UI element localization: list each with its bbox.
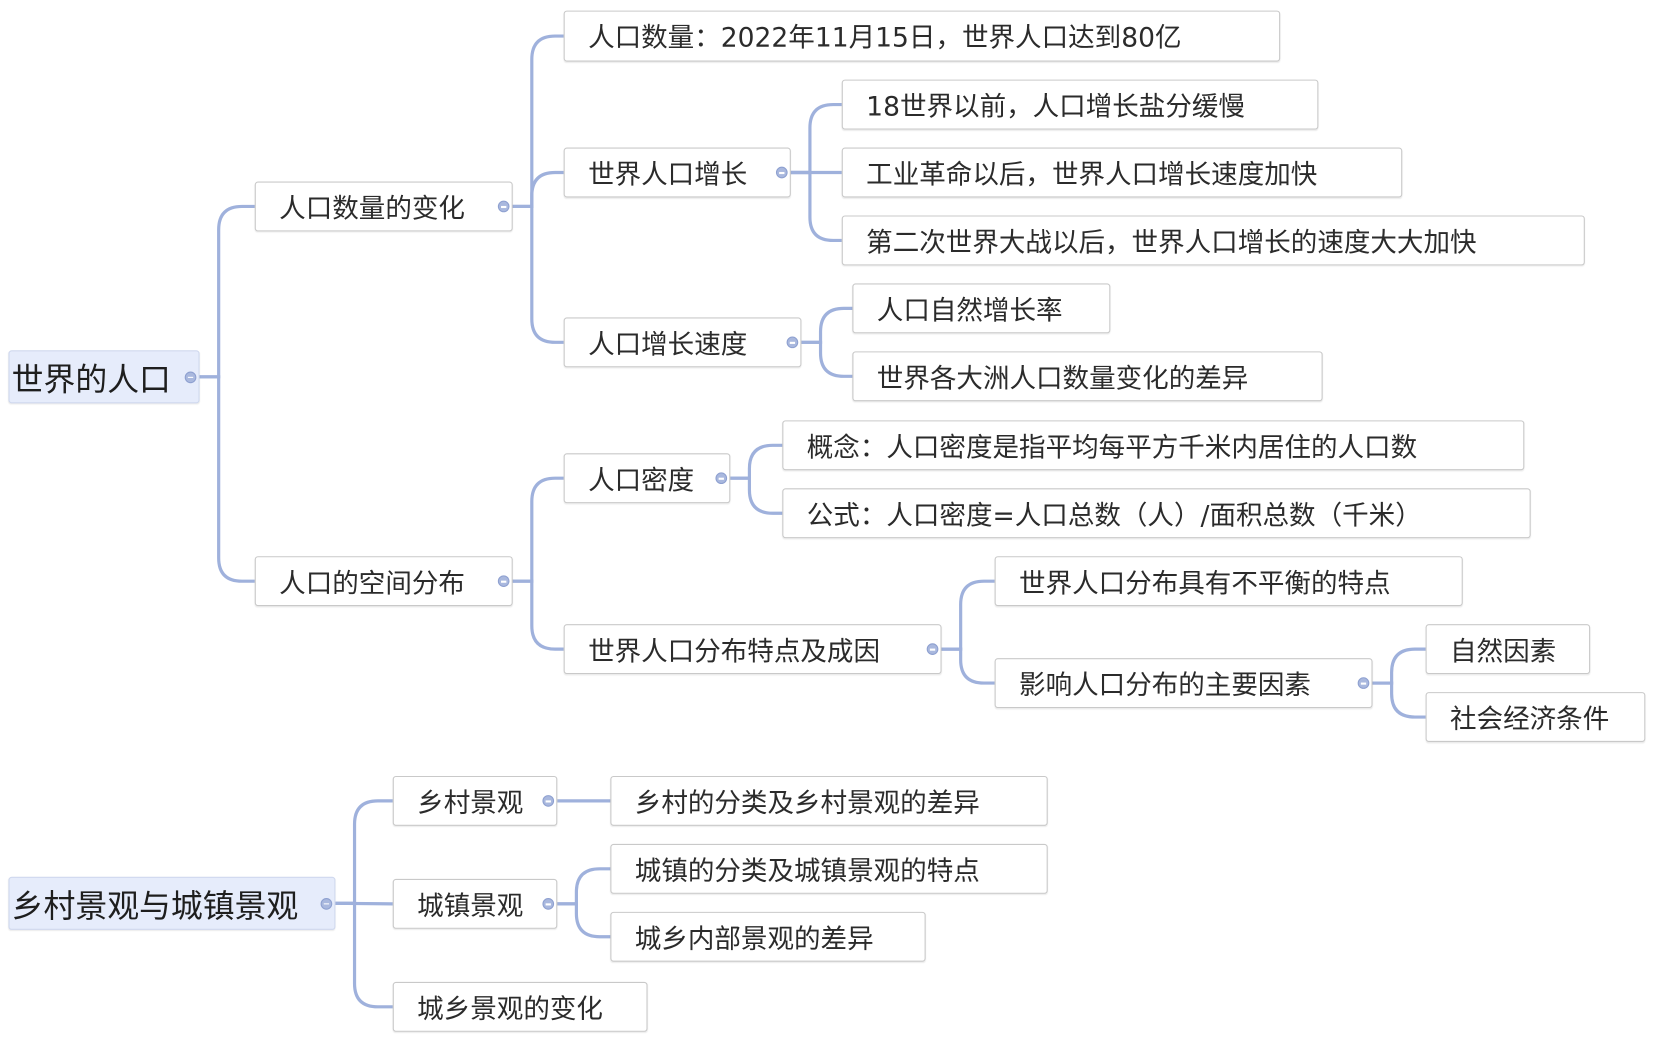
topic-node[interactable]: 城乡内部景观的差异 [610, 911, 926, 962]
collapse-toggle-icon[interactable] [786, 336, 799, 349]
topic-node[interactable]: 城镇的分类及城镇景观的特点 [610, 843, 1048, 894]
topic-label: 第二次世界大战以后，世界人口增长的速度大大加快 [866, 226, 1477, 258]
topic-node[interactable]: 人口密度 [563, 453, 731, 504]
connector-line [335, 799, 393, 905]
topic-label: 人口增长速度 [588, 328, 748, 360]
topic-node[interactable]: 城镇景观 [392, 878, 558, 929]
connector-line [199, 375, 255, 583]
collapse-toggle-icon[interactable] [926, 643, 939, 655]
topic-label: 世界人口增长 [588, 158, 748, 190]
topic-label: 城乡景观的变化 [417, 993, 603, 1024]
topic-label: 18世界以前，人口增长盐分缓慢 [866, 90, 1245, 122]
topic-node[interactable]: 人口增长速度 [563, 317, 802, 368]
collapse-toggle-icon[interactable] [184, 370, 197, 383]
topic-label: 人口密度 [588, 464, 695, 496]
connector-line [512, 204, 564, 344]
collapse-toggle-icon[interactable] [497, 575, 510, 588]
topic-node[interactable]: 乡村景观 [392, 775, 558, 826]
connector-line [801, 306, 853, 344]
connector-line [512, 170, 564, 209]
topic-node[interactable]: 自然因素 [1425, 624, 1591, 675]
topic-label: 影响人口分布的主要因素 [1019, 669, 1311, 701]
topic-label: 人口数量的变化 [279, 192, 465, 224]
topic-node[interactable]: 人口自然增长率 [852, 283, 1111, 334]
connector-line [1372, 681, 1426, 719]
topic-node[interactable]: 社会经济条件 [1425, 692, 1646, 742]
topic-node[interactable]: 影响人口分布的主要因素 [994, 658, 1373, 709]
topic-label: 公式：人口密度=人口总数（人）/面积总数（千米） [806, 499, 1422, 531]
topic-label: 人口的空间分布 [279, 567, 465, 599]
topic-node[interactable]: 公式：人口密度=人口总数（人）/面积总数（千米） [782, 488, 1531, 539]
connector-line [557, 902, 611, 939]
topic-node[interactable]: 城乡景观的变化 [392, 981, 648, 1032]
topic-node[interactable]: 第二次世界大战以后，世界人口增长的速度大大加快 [841, 215, 1585, 266]
connector-line [512, 476, 564, 583]
topic-label: 世界各大洲人口数量变化的差异 [876, 362, 1249, 394]
connector-line [941, 647, 995, 685]
topic-node[interactable]: 世界人口分布特点及成因 [563, 624, 942, 675]
topic-node[interactable]: 世界人口增长 [563, 147, 791, 198]
topic-node[interactable]: 概念：人口密度是指平均每平方千米内居住的人口数 [782, 420, 1525, 471]
topic-node[interactable]: 工业革命以后，世界人口增长速度加快 [841, 147, 1403, 198]
topic-label: 人口数量：2022年11月15日，世界人口达到80亿 [588, 22, 1182, 54]
topic-node[interactable]: 世界各大洲人口数量变化的差异 [852, 351, 1323, 402]
topic-node[interactable]: 人口数量的变化 [254, 181, 513, 232]
topic-label: 自然因素 [1450, 635, 1557, 667]
topic-node[interactable]: 人口的空间分布 [254, 556, 513, 607]
connector-line [512, 579, 564, 651]
topic-label: 乡村景观与城镇景观 [11, 888, 299, 926]
connector-line [730, 476, 783, 515]
connector-line [801, 340, 853, 378]
topic-node[interactable]: 世界人口分布具有不平衡的特点 [994, 556, 1463, 607]
topic-label: 城镇景观 [417, 890, 524, 921]
connector-line [730, 443, 783, 480]
connector-line [790, 102, 842, 175]
connector-line [512, 34, 564, 209]
connector-line [941, 579, 995, 651]
topic-label: 概念：人口密度是指平均每平方千米内居住的人口数 [806, 431, 1418, 463]
connector-line [557, 867, 611, 906]
topic-label: 乡村的分类及乡村景观的差异 [634, 787, 980, 818]
topic-label: 社会经济条件 [1450, 703, 1610, 735]
topic-label: 工业革命以后，世界人口增长速度加快 [866, 158, 1318, 190]
collapse-toggle-icon[interactable] [775, 166, 788, 179]
central-topic[interactable]: 乡村景观与城镇景观 [8, 876, 336, 930]
topic-node[interactable]: 人口数量：2022年11月15日，世界人口达到80亿 [563, 10, 1281, 62]
collapse-toggle-icon[interactable] [320, 897, 333, 910]
collapse-toggle-icon[interactable] [542, 898, 555, 910]
topic-label: 乡村景观 [417, 787, 524, 818]
topic-label: 世界人口分布特点及成因 [588, 635, 881, 667]
topic-label: 人口自然增长率 [876, 294, 1063, 326]
collapse-toggle-icon[interactable] [542, 795, 555, 807]
topic-label: 世界的人口 [11, 361, 171, 400]
connector-line [1372, 647, 1426, 685]
topic-label: 城镇的分类及城镇景观的特点 [634, 855, 980, 886]
connector-line [790, 170, 842, 243]
topic-label: 城乡内部景观的差异 [634, 922, 874, 954]
collapse-toggle-icon[interactable] [715, 472, 728, 485]
collapse-toggle-icon[interactable] [497, 200, 510, 213]
connector-line [335, 901, 393, 1009]
connector-line [199, 204, 255, 379]
topic-node[interactable]: 18世界以前，人口增长盐分缓慢 [841, 79, 1319, 130]
topic-node[interactable]: 乡村的分类及乡村景观的差异 [610, 775, 1048, 826]
collapse-toggle-icon[interactable] [1357, 677, 1370, 689]
topic-label: 世界人口分布具有不平衡的特点 [1019, 567, 1391, 599]
central-topic[interactable]: 世界的人口 [8, 350, 200, 404]
